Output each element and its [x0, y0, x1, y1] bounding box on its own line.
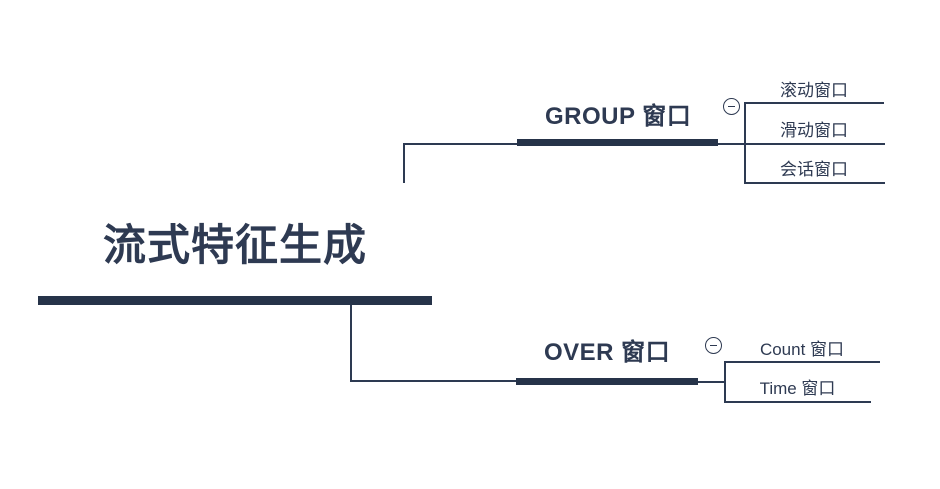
- node-label-rolling-window[interactable]: 滚动窗口: [780, 81, 848, 100]
- node-underline-rolling-window: [744, 102, 884, 104]
- branch-over-label[interactable]: OVER 窗口: [544, 339, 671, 366]
- collapse-button-group[interactable]: [723, 98, 740, 115]
- root-node-label[interactable]: 流式特征生成: [103, 222, 367, 270]
- connector-root-group-vertical: [403, 143, 405, 183]
- node-underline-sliding-window: [744, 143, 885, 145]
- collapse-button-over[interactable]: [705, 337, 722, 354]
- connector-group-children: [718, 143, 745, 145]
- branch-over-underline: [516, 378, 698, 385]
- minus-icon: [710, 344, 717, 347]
- node-underline-session-window: [744, 182, 885, 184]
- root-node-underline: [38, 296, 432, 305]
- node-label-session-window[interactable]: 会话窗口: [780, 160, 848, 179]
- connector-root-group-horizontal: [403, 143, 517, 145]
- branch-group-underline: [517, 139, 718, 146]
- node-underline-time-window: [724, 401, 871, 403]
- node-label-count-window[interactable]: Count 窗口: [759, 340, 845, 359]
- node-label-sliding-window[interactable]: 滑动窗口: [780, 121, 848, 140]
- branch-group-label[interactable]: GROUP 窗口: [545, 103, 692, 130]
- connector-root-over-horizontal: [350, 380, 517, 382]
- node-label-time-window[interactable]: Time 窗口: [759, 379, 836, 398]
- minus-icon: [728, 105, 735, 108]
- over-children-rail: [724, 361, 726, 403]
- connector-root-over-vertical: [350, 305, 352, 381]
- node-underline-count-window: [724, 361, 880, 363]
- connector-over-children: [698, 381, 725, 383]
